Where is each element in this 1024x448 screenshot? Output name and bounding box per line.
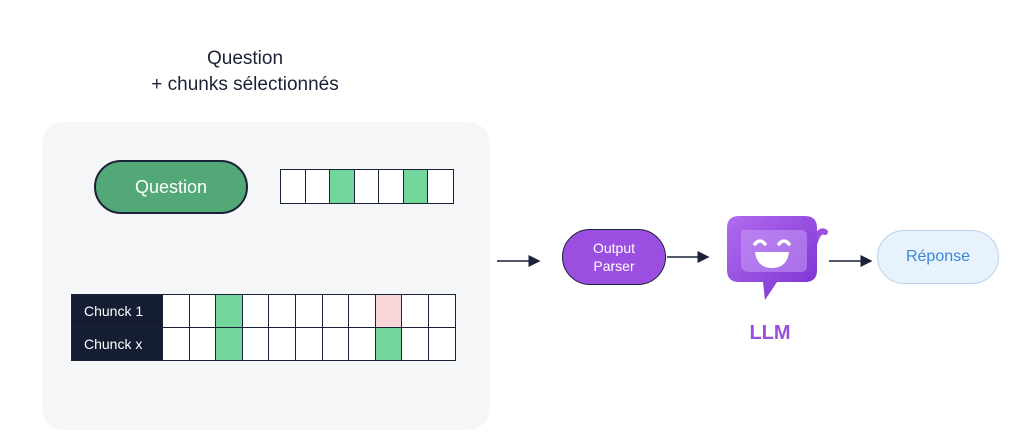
chunk-cell bbox=[427, 295, 455, 327]
chunk-cell bbox=[162, 328, 189, 360]
chunk-cell bbox=[321, 328, 349, 360]
question-vector-cell bbox=[281, 170, 306, 203]
title-line-question: Question bbox=[206, 48, 284, 69]
chunk-cell bbox=[215, 295, 242, 327]
llm-chatbot-icon bbox=[727, 216, 828, 300]
chunk-cell bbox=[374, 295, 402, 327]
chunk-cell bbox=[348, 328, 375, 360]
chunk-cell bbox=[374, 328, 402, 360]
title-line-chunks: + chunks sélectionnés bbox=[151, 74, 339, 95]
chunk-cell bbox=[348, 295, 375, 327]
chunk-cell bbox=[268, 328, 295, 360]
chunk-cell bbox=[188, 328, 216, 360]
output-parser-line1: Output bbox=[592, 240, 636, 256]
chunk-cell bbox=[241, 295, 269, 327]
chunk-cell bbox=[401, 295, 428, 327]
section-title: Question + chunks sélectionnés bbox=[110, 46, 380, 98]
chunk-cell bbox=[241, 328, 269, 360]
output-parser-node: Output Parser bbox=[562, 229, 666, 285]
response-label: Réponse bbox=[905, 248, 971, 265]
question-vector-cell bbox=[305, 170, 330, 203]
chunk-row: Chunck 1 bbox=[72, 295, 455, 327]
chunk-cell bbox=[321, 295, 349, 327]
chunk-cell bbox=[215, 328, 242, 360]
chunk-cell bbox=[427, 328, 455, 360]
question-vector-cell bbox=[403, 170, 428, 203]
question-vector bbox=[280, 169, 454, 204]
chunk-cell bbox=[401, 328, 428, 360]
output-parser-line2: Parser bbox=[593, 258, 635, 274]
chunk-cell bbox=[294, 328, 322, 360]
chunk-cell bbox=[162, 295, 189, 327]
llm-label: LLM bbox=[749, 322, 791, 344]
chunk-cell bbox=[188, 295, 216, 327]
chunk-label: Chunck 1 bbox=[72, 295, 162, 327]
question-vector-cell bbox=[330, 170, 355, 203]
question-vector-cell bbox=[428, 170, 453, 203]
question-vector-cell bbox=[354, 170, 379, 203]
response-node: Réponse bbox=[877, 230, 999, 284]
question-vector-cell bbox=[379, 170, 404, 203]
chunk-label: Chunck x bbox=[72, 328, 162, 360]
question-label: Question bbox=[134, 176, 208, 197]
chunk-cell bbox=[268, 295, 295, 327]
chunk-row: Chunck x bbox=[72, 327, 455, 360]
question-pill: Question bbox=[94, 160, 248, 214]
chunk-cell bbox=[294, 295, 322, 327]
